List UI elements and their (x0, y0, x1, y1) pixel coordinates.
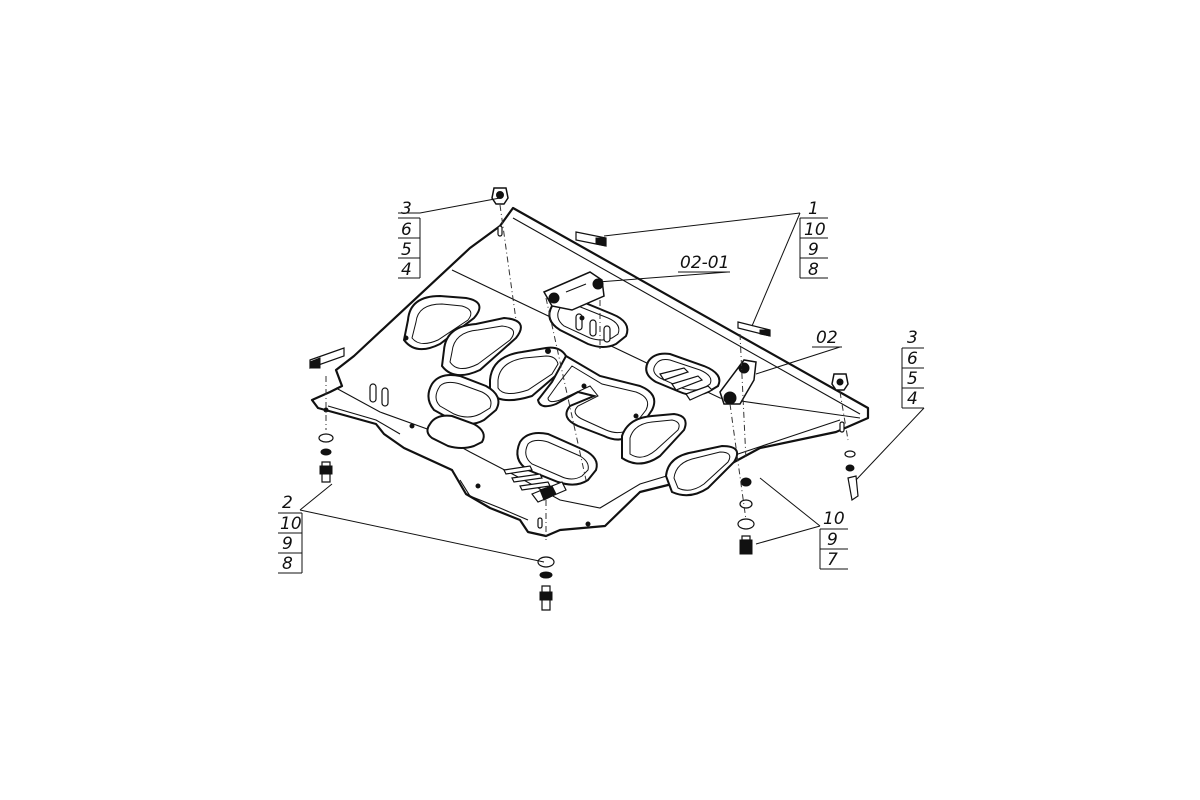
callout-top-left-3: 5 (401, 240, 412, 260)
vent-slots (323, 225, 845, 529)
callout-bottom-right: 10 9 7 (819, 509, 848, 570)
callout-top-right-1: 1 (808, 199, 819, 219)
cutout-8 (621, 412, 687, 465)
bolt-left (318, 433, 334, 483)
fasteners (318, 187, 859, 611)
callout-bracket-02-01: 02-01 (678, 253, 730, 273)
callout-bottom-left-1: 2 (282, 493, 293, 513)
callout-top-left-4: 4 (401, 260, 412, 280)
callout-right-4: 4 (907, 389, 918, 409)
bolt-right-center (737, 477, 755, 555)
label-02-01: 02-01 (680, 253, 729, 273)
spacer-plates (309, 231, 771, 503)
nut-top-left (491, 187, 509, 205)
callout-bottom-left-2: 10 (280, 514, 302, 534)
cutout-center (536, 354, 656, 441)
callout-right-3: 5 (907, 369, 918, 389)
cutout-3 (489, 346, 568, 402)
assembly-axis-lines (325, 204, 849, 540)
label-02: 02 (816, 328, 838, 348)
callout-bottom-left-3: 9 (282, 534, 293, 554)
bolt-far-right (844, 450, 859, 502)
callout-top-right-4: 8 (808, 260, 819, 280)
callout-top-left: 3 6 5 4 (398, 199, 421, 280)
callout-right: 3 6 5 4 (901, 328, 924, 409)
callout-bottom-left: 2 10 9 8 (278, 493, 303, 574)
callout-bottom-right-1: 10 (823, 509, 845, 529)
plate-cutouts (323, 225, 845, 529)
nut-right (831, 373, 849, 391)
callout-bottom-right-3: 7 (827, 550, 838, 570)
cutout-5 (427, 374, 500, 425)
cutout-9 (664, 444, 738, 497)
callout-top-right: 1 10 9 8 (799, 199, 828, 280)
callout-top-left-1: 3 (401, 199, 412, 219)
callout-top-right-3: 9 (808, 240, 819, 260)
bracket-02-01 (542, 271, 605, 311)
callout-top-right-2: 10 (804, 220, 826, 240)
callout-right-2: 6 (907, 349, 918, 369)
cutout-1 (402, 294, 481, 351)
callout-top-left-2: 6 (401, 220, 412, 240)
callout-bracket-02: 02 (812, 328, 842, 348)
callout-bottom-left-4: 8 (282, 554, 293, 574)
cutout-7 (516, 432, 598, 486)
callout-right-1: 3 (907, 328, 918, 348)
cutout-6 (426, 414, 485, 449)
bolt-bottom-middle (537, 556, 555, 611)
leader-lines (299, 197, 925, 563)
callout-bottom-right-2: 9 (827, 530, 838, 550)
